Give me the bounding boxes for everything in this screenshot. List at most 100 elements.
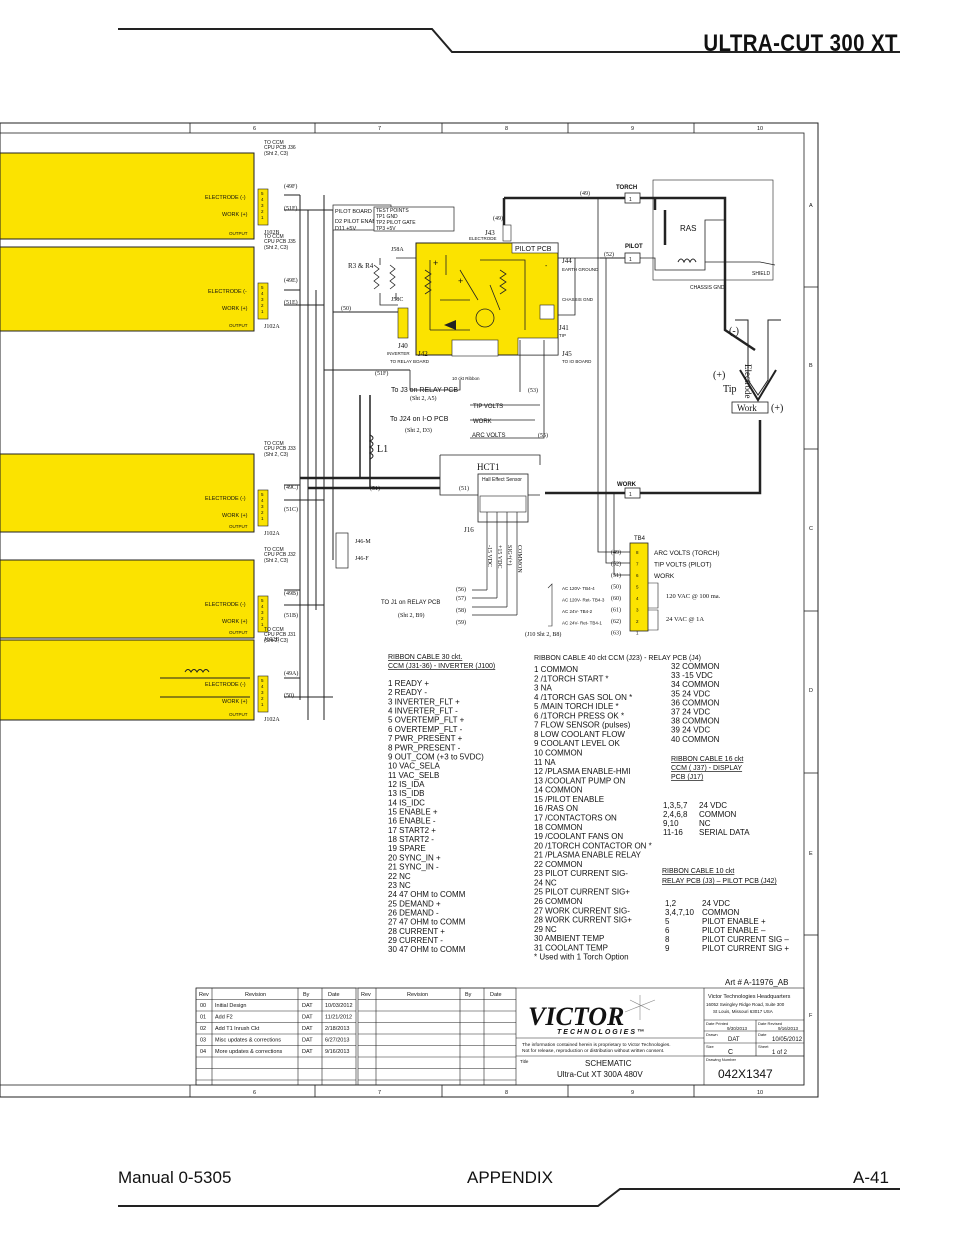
wire-52-pilot: (52) [604,251,614,258]
shield-label: SHIELD [752,271,770,277]
tb4-ac-label: AC 120V- TB4-4 [562,586,595,591]
rev-header-right: Date [490,992,502,998]
ribbon30-line: 25 DEMAND + [388,899,441,908]
ribbon30-line: 28 CURRENT + [388,927,445,936]
work-box-label: Work [737,403,757,413]
rev-cell: 00 [200,1003,206,1009]
ribbon40-line-right: 36 COMMON [671,698,720,707]
output-pin-number: 5 [261,191,264,196]
rev-header: Rev [199,992,209,998]
ribbon40-line: 30 AMBIENT TEMP [534,934,604,943]
wire-51f: (51F) [375,370,388,377]
tb4-wire-label: (61) [611,607,621,614]
torch-terminal [624,192,641,204]
frame-col-bottom-label: 8 [505,1090,508,1096]
ras-label: RAS [680,224,696,233]
inverter-output-box [0,453,255,533]
wire-51-left: (51) [370,485,380,492]
j43-wire: (49) [493,215,503,222]
to-ccm-label: TO CCM [264,441,284,447]
output-pin-number: 3 [261,504,264,509]
work-box [731,401,769,414]
chassis-gnd: CHASSIS GND [562,297,594,302]
rev-cell: 10/03/2012 [325,1003,353,1009]
ribbon40-line: 3 NA [534,684,552,693]
ref-j3: To J3 on RELAY PCB [391,387,458,394]
output-wire-label: (49C) [284,484,298,491]
ribbon40-line: 11 NA [534,758,556,767]
ribbon30-line: 3 INVERTER_FLT + [388,697,460,706]
ribbon16-signal: COMMON [699,810,737,819]
ribbon30-line: 27 47 OHM to COMM [388,918,466,927]
pilot-j43-pins [502,224,512,242]
ribbon40-line: 5 /MAIN TORCH IDLE * [534,702,619,711]
frame-row-label: E [809,851,813,857]
j10-ref: (J10 Sht 2, B8) [525,631,561,638]
tb4-pin-number: 2 [636,619,639,624]
output-inductor-icon [160,669,250,698]
ribbon16-pins: 2,4,6,8 [663,810,688,819]
j58a-label: J58A [391,247,404,253]
sheet-ref-label: (Sht 2, C3) [264,245,289,251]
ribbon40-line: 16 /RAS ON [534,804,578,813]
output-connector [257,282,269,320]
j46f-label: J46-F [355,556,369,562]
tb4-wire-label: (52) [611,561,621,568]
work-terminal-num: 1 [629,492,632,498]
footer-section: APPENDIX [467,1168,553,1187]
sheet-ref-label: (Sht 2, C3) [264,151,289,157]
wire-55: (55) [538,432,548,439]
frame-outer [0,122,819,1098]
ref-j1: TO J1 on RELAY PCB [381,600,440,606]
wire-53: (53) [528,387,538,394]
chassis-gnd-right: CHASSIS GND [690,285,725,291]
output-connector [257,489,269,527]
tb4-wire-label: (62) [611,618,621,625]
to-ccm-label: TO CCM [264,547,284,553]
ribbon10-pins: 3,4,7,10 [665,908,694,917]
r3-r4-resistors [373,264,396,290]
output-wire-label: (49B) [284,590,298,597]
sheet-ref-label: (Sht 2, C3) [264,452,289,458]
ribbon40-line: 13 /COOLANT PUMP ON [534,776,626,785]
earth-ground: EARTH GROUND [562,267,599,272]
output-j-label: J102B [264,637,279,643]
rev-header: Revision [245,992,266,998]
size-value: C [728,1049,733,1056]
date-revised: 9/16/2013 [778,1026,799,1031]
ribbon30-line: 13 IS_IDB [388,789,424,798]
frame-col-bottom-label: 10 [757,1090,763,1096]
pilot-j45-pins [517,337,559,356]
j45-label: J45 [562,350,572,358]
torch-terminal-num: 1 [629,197,632,203]
notice-line2: Not for release, reproduction or distrib… [522,1048,664,1054]
j40-inverter: INVERTER [387,351,410,356]
output-pin-number: 1 [261,215,264,220]
rev-cell: 9/16/2013 [325,1049,349,1055]
output-pin-number: 1 [261,622,264,627]
date-label: Date [758,1032,767,1037]
rev-cell: 03 [200,1038,206,1044]
ribbon40-line-right: 35 24 VDC [671,689,710,698]
ref-j24-sht: (Sht 2, D3) [405,427,432,434]
victor-logo-sub: TECHNOLOGIES™ [557,1029,646,1036]
electrode-minus: (-) [729,326,739,337]
wire-58: (58) [456,607,466,614]
ribbon40-line: 18 COMMON [534,823,583,832]
footer-rule [118,1188,900,1207]
ribbon40-line: 10 COMMON [534,749,583,758]
tb4-pin-number: 7 [636,562,639,567]
output-pin-number: 5 [261,492,264,497]
output-label: OUTPUT [229,323,248,328]
ribbon40-line: 20 /1TORCH CONTACTOR ON * [534,841,652,850]
v24-label: 24 VAC @ 1A [666,616,704,623]
ribbon30-line: 29 CURRENT - [388,936,443,945]
sheet-ref-label: (Sht 2, C3) [264,638,289,644]
ribbon30-line: 5 OVERTEMP_FLT + [388,716,465,725]
pilot-pcb-label: PILOT PCB [515,246,552,253]
cpu-pcb-label: CPU PCB J36 [264,145,296,151]
ribbon10-signal: 24 VDC [702,899,730,908]
